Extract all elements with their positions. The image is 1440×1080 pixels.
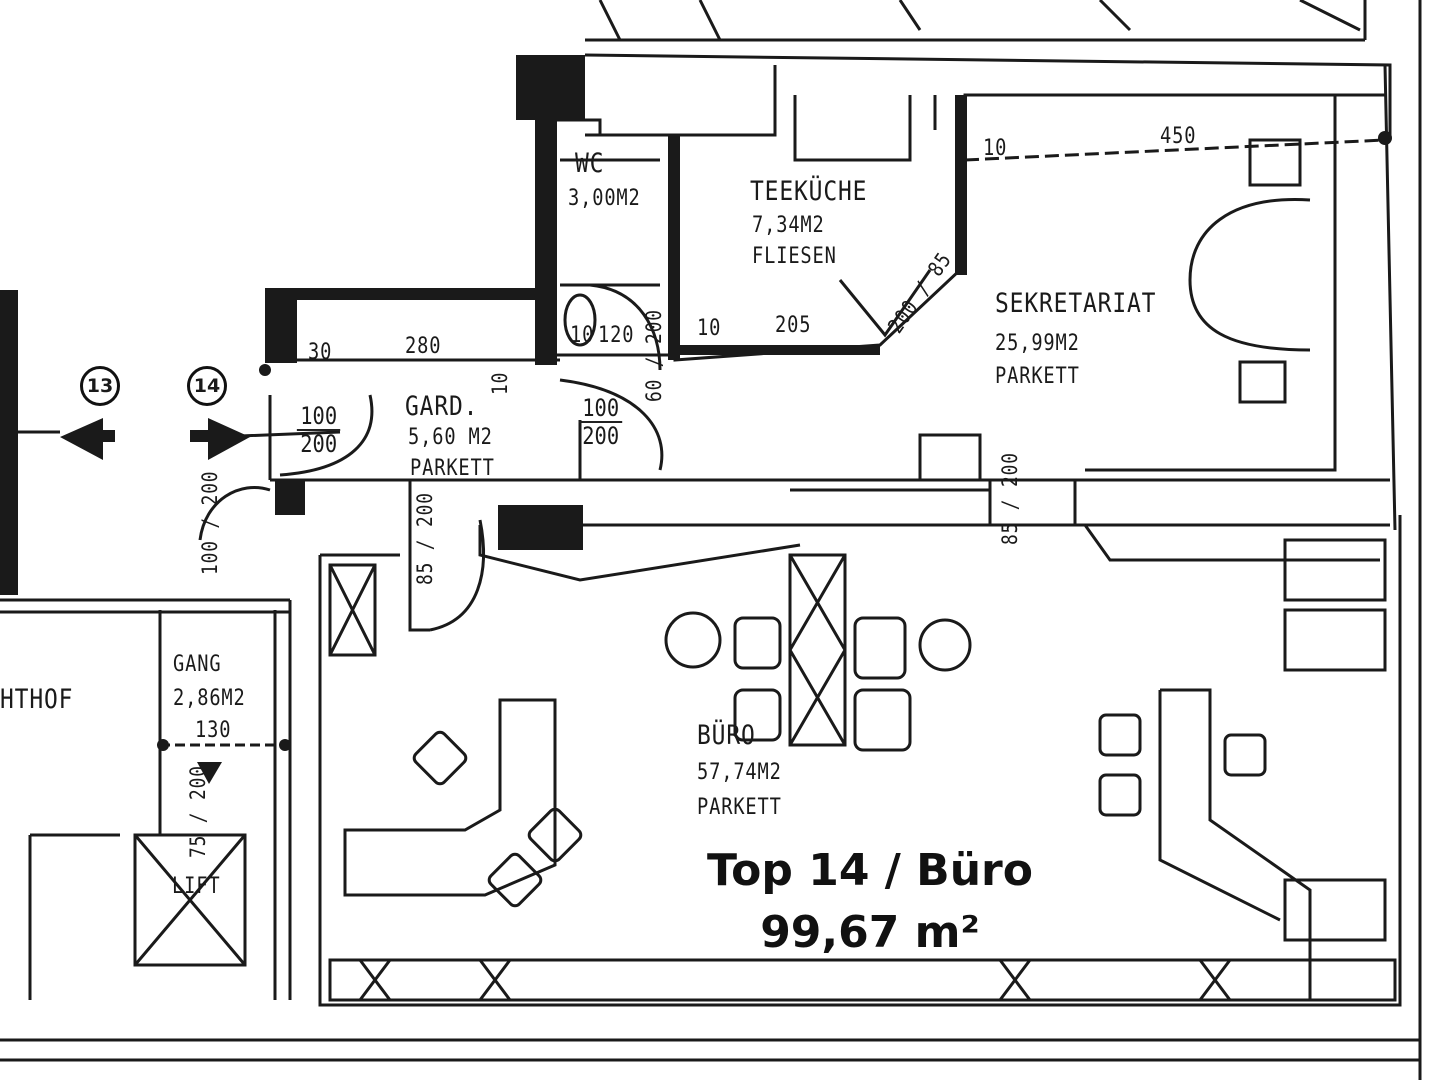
gang-dim: 130 — [195, 718, 232, 743]
wc-door-height: 200 — [642, 309, 666, 345]
marker-14: 14 — [187, 366, 227, 406]
gang-door-width: 100 — [198, 540, 222, 575]
buero-door-width: 85 — [413, 561, 437, 585]
gard-label: GARD. — [405, 391, 479, 422]
gard-dim-b: 280 — [405, 334, 442, 359]
caption-area: 99,67 m² — [760, 907, 980, 958]
teekueche-floor: FLIESEN — [752, 244, 837, 269]
lift-door-height: 200 — [186, 765, 210, 801]
sekretariat-area: 25,99M2 — [995, 331, 1080, 356]
marker-13: 13 — [80, 366, 120, 406]
wall-right — [1383, 0, 1422, 1080]
gang-area: 2,86M2 — [173, 686, 246, 711]
gard-area: 5,60 M2 — [408, 425, 493, 450]
sekretariat-dim-small: 10 — [983, 136, 1008, 161]
door-height: 200 — [300, 430, 338, 459]
teekueche-dim: 205 — [775, 313, 812, 338]
caption-title: Top 14 / Büro — [707, 845, 1033, 896]
gang-door-height: 200 — [198, 470, 222, 506]
lichthof-label: HTHOF — [0, 684, 74, 715]
wall-corridor — [580, 478, 1390, 527]
arrow-left-icon — [60, 418, 103, 460]
sekretariat-door-width: 85 — [998, 521, 1022, 545]
door-width: 100 — [578, 395, 623, 424]
sekretariat-dim-top: 450 — [1160, 124, 1197, 149]
wc-area: 3,00M2 — [568, 186, 641, 211]
arrow-right-icon — [208, 418, 250, 460]
gard-dim-e: 120 — [598, 323, 635, 348]
buero-floor: PARKETT — [697, 795, 782, 820]
lift-arrow-icon — [197, 762, 222, 784]
teekueche-label: TEEKÜCHE — [750, 176, 868, 207]
gard-dim-c: 10 — [570, 323, 595, 348]
teekueche-area: 7,34M2 — [752, 213, 825, 238]
teekueche-dim-small: 10 — [697, 316, 722, 341]
buero-door-height: 200 — [413, 492, 437, 528]
sekretariat-label: SEKRETARIAT — [995, 288, 1157, 319]
door-height: 200 — [582, 422, 620, 451]
sekretariat-door-height: 200 — [998, 452, 1022, 488]
wall-outer-top — [584, 53, 1392, 137]
sekretariat-floor: PARKETT — [995, 364, 1080, 389]
lift-label: LIFT — [172, 874, 221, 899]
gard-dim-a: 30 — [308, 340, 333, 365]
wc-door-width: 60 — [642, 378, 666, 402]
wall-buero — [318, 515, 1402, 1007]
gang-label: GANG — [173, 652, 222, 677]
lift-door-width: 75 — [186, 834, 210, 858]
wc-label: WC — [575, 148, 605, 179]
gard-dim-d: 10 — [488, 371, 512, 395]
buero-label: BÜRO — [697, 720, 756, 751]
gard-floor: PARKETT — [410, 456, 495, 481]
door-width: 100 — [296, 403, 341, 432]
buero-area: 57,74M2 — [697, 760, 782, 785]
